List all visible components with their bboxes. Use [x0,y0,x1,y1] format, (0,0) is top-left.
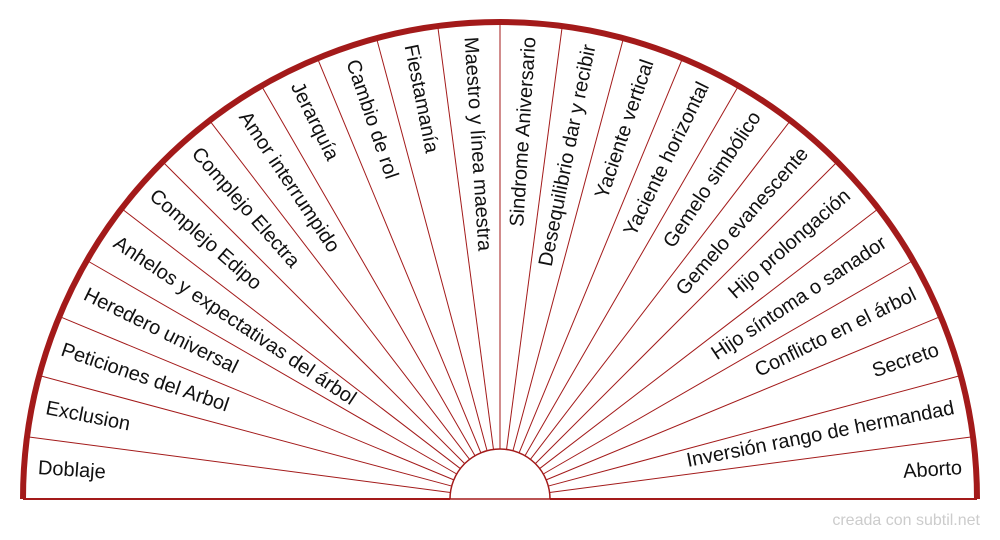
segment-divider [545,315,941,481]
segment-divider [549,436,973,493]
segment-divider [162,161,465,464]
segment-label: Cambio de rol [341,57,402,182]
segment-divider [86,260,457,475]
segment-divider [39,375,452,487]
segment-divider [261,85,476,456]
segment-label: Sindrome Aniversario [506,36,540,227]
segment-divider [512,38,624,451]
outer-arc [20,19,980,500]
segment-lines [23,22,977,500]
segment-label: Doblaje [37,457,106,483]
segment-divider [539,208,879,469]
segment-label: Maestro y línea maestra [459,36,495,252]
segment-divider [535,161,838,464]
segment-divider [548,375,961,487]
segment-divider [524,85,739,456]
segment-divider [376,38,488,451]
segment-divider [27,436,451,493]
segment-divider [121,208,461,469]
credit-text: creada con subtil.net [832,512,980,529]
segment-label: Desequilibrio dar y recibir [535,42,601,268]
segment-divider [437,26,494,450]
segment-divider [518,58,684,454]
segment-divider [506,26,563,450]
center-hub [449,448,551,500]
segment-label: Fiestamanía [400,43,443,156]
segment-divider [316,58,482,454]
segment-label: Exclusion [44,397,132,435]
segment-label: Aborto [902,457,962,483]
segment-divider [530,120,791,460]
segment-label: Secreto [869,339,941,382]
segment-divider [59,315,455,481]
segment-label: Jerarquía [286,79,343,165]
segment-divider [543,260,914,475]
segment-divider [209,120,470,460]
